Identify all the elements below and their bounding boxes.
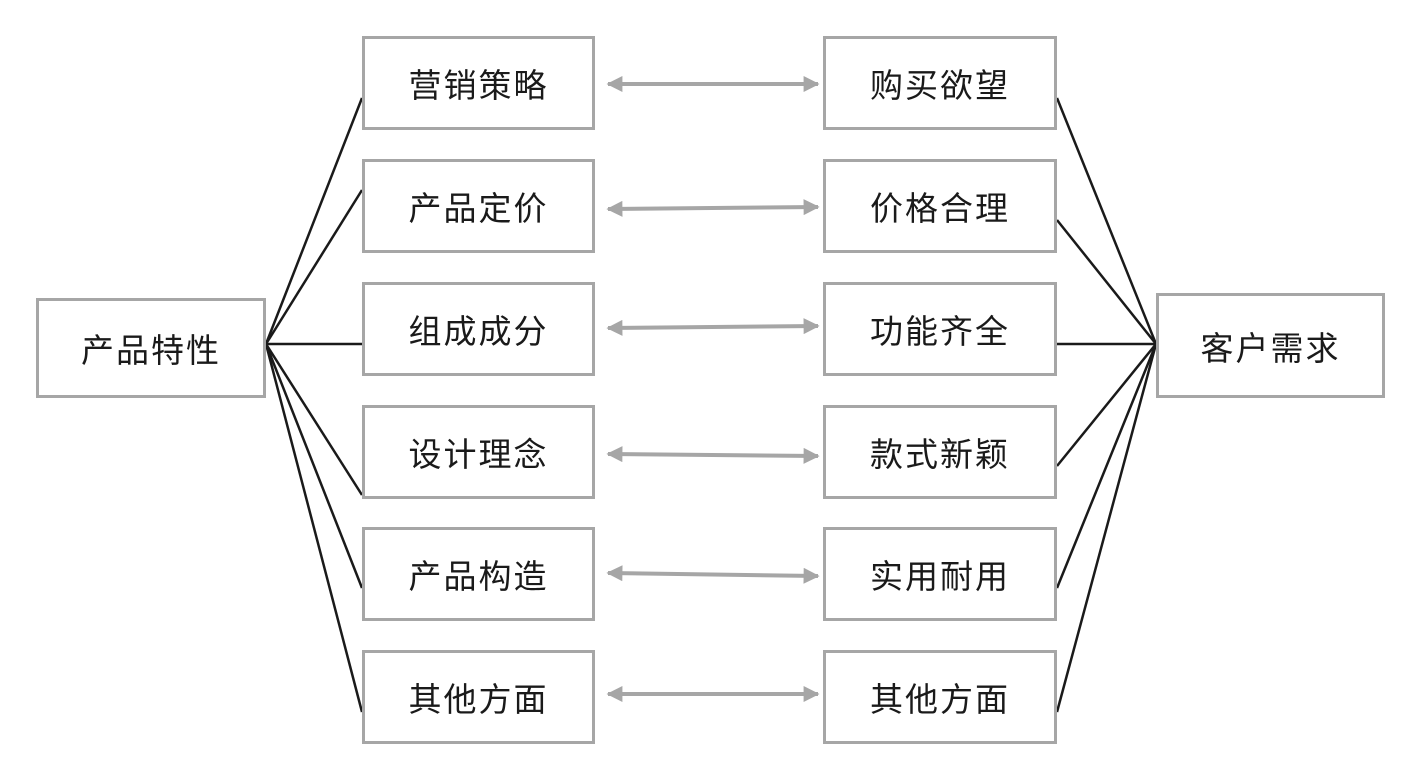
hub-product-features: 产品特性 (36, 298, 266, 398)
right-box-label: 功能齐全 (870, 312, 1010, 351)
connector-right-1 (1055, 97, 1158, 345)
connector-left-5 (264, 343, 364, 589)
right-box-5: 实用耐用 (823, 527, 1057, 621)
connector-left-6 (264, 343, 364, 713)
left-box-label: 产品构造 (408, 557, 549, 596)
hub-product-features-label: 产品特性 (81, 331, 221, 370)
connector-right-4 (1056, 343, 1157, 467)
connector-left-4 (264, 343, 364, 496)
right-box-6: 其他方面 (823, 650, 1057, 744)
connector-left-1 (264, 97, 364, 345)
left-box-label: 产品定价 (408, 189, 549, 228)
right-box-3: 功能齐全 (823, 282, 1057, 376)
left-box-4: 设计理念 (362, 405, 595, 499)
right-box-label: 购买欲望 (870, 66, 1010, 105)
double-arrow-4 (606, 446, 820, 464)
connector-right-5 (1055, 343, 1158, 589)
right-connectors (1055, 97, 1158, 713)
right-box-4: 款式新颖 (823, 405, 1057, 499)
hub-customer-needs: 客户需求 (1156, 293, 1385, 398)
left-box-2: 产品定价 (362, 159, 595, 253)
left-box-label: 营销策略 (408, 66, 549, 105)
left-box-label: 其他方面 (408, 680, 549, 719)
right-box-label: 价格合理 (870, 189, 1010, 228)
connector-right-6 (1055, 343, 1158, 713)
right-box-label: 实用耐用 (870, 557, 1010, 596)
left-box-label: 组成成分 (408, 312, 549, 351)
double-arrow-5 (606, 565, 820, 584)
left-box-label: 设计理念 (408, 435, 549, 474)
connector-right-2 (1056, 219, 1157, 345)
left-box-1: 营销策略 (362, 36, 595, 130)
right-box-label: 其他方面 (870, 680, 1010, 719)
left-box-3: 组成成分 (362, 282, 595, 376)
left-connectors (264, 97, 364, 713)
double-arrow-2 (606, 199, 820, 217)
left-box-6: 其他方面 (362, 650, 595, 744)
left-box-5: 产品构造 (362, 527, 595, 621)
right-box-1: 购买欲望 (823, 36, 1057, 130)
double-arrow-3 (606, 318, 820, 336)
connector-left-2 (264, 189, 364, 345)
right-box-label: 款式新颖 (870, 435, 1010, 474)
right-box-2: 价格合理 (823, 159, 1057, 253)
pair-arrows (606, 76, 820, 702)
hub-customer-needs-label: 客户需求 (1200, 328, 1341, 368)
